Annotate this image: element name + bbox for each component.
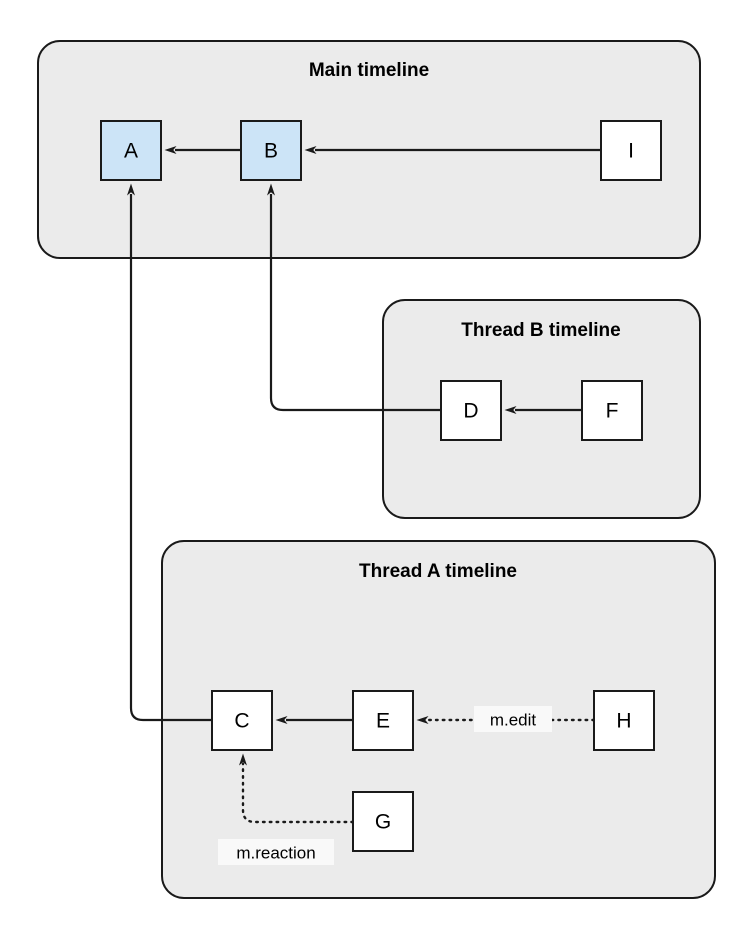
event-label-i: I (628, 140, 634, 163)
events-layer: A B I D F C (100, 120, 662, 852)
event-label-h: H (616, 710, 631, 733)
event-label-b: B (264, 140, 278, 163)
edge-d-to-b (267, 183, 441, 412)
event-node-a[interactable]: A (100, 120, 162, 181)
event-node-g[interactable]: G (352, 791, 414, 852)
event-node-i[interactable]: I (600, 120, 662, 181)
edge-g-to-c-m-reaction (239, 753, 355, 824)
event-box-a[interactable] (100, 120, 162, 181)
edge-label-m-edit: m.edit (490, 710, 537, 729)
event-node-d[interactable]: D (440, 380, 502, 441)
edge-label-bg-m-edit (474, 706, 552, 732)
event-node-b[interactable]: B (240, 120, 302, 181)
event-node-f[interactable]: F (581, 380, 643, 441)
event-box-c[interactable] (211, 690, 273, 751)
edge-c-to-a (127, 183, 212, 722)
edge-labels-layer: m.edit m.reaction (218, 706, 552, 865)
edge-label-m-reaction: m.reaction (236, 843, 315, 862)
group-title-thread-a: Thread A timeline (359, 561, 517, 582)
event-label-d: D (463, 400, 478, 423)
event-box-b[interactable] (240, 120, 302, 181)
event-node-h[interactable]: H (593, 690, 655, 751)
edge-label-bg-m-reaction (218, 839, 334, 865)
event-box-d[interactable] (440, 380, 502, 441)
group-title-thread-b: Thread B timeline (461, 320, 620, 341)
event-box-f[interactable] (581, 380, 643, 441)
event-box-g[interactable] (352, 791, 414, 852)
group-title-main: Main timeline (309, 60, 429, 81)
event-label-e: E (376, 710, 390, 733)
event-label-g: G (375, 811, 391, 834)
event-box-h[interactable] (593, 690, 655, 751)
event-node-e[interactable]: E (352, 690, 414, 751)
event-label-f: F (606, 400, 619, 423)
event-label-c: C (234, 710, 249, 733)
event-node-c[interactable]: C (211, 690, 273, 751)
event-label-a: A (124, 140, 138, 163)
event-box-i[interactable] (600, 120, 662, 181)
event-box-e[interactable] (352, 690, 414, 751)
